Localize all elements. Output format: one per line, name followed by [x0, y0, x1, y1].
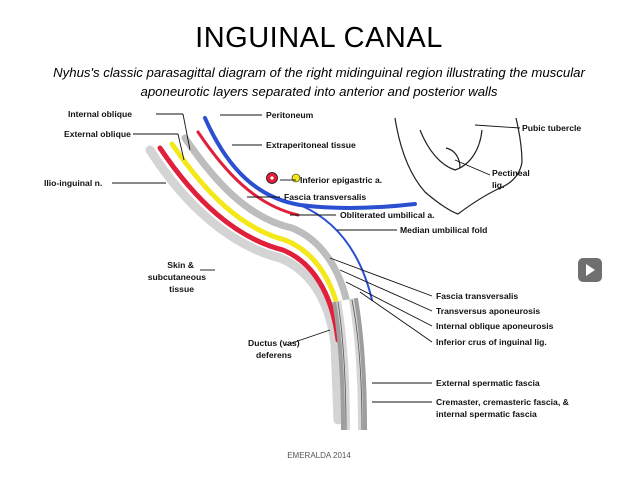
label-skin-1: Skin &	[167, 260, 194, 270]
label-external-oblique: External oblique	[64, 129, 131, 139]
slide-footer: EMERALDA 2014	[287, 451, 351, 460]
label-cremaster-1: Cremaster, cremasteric fascia, &	[436, 397, 569, 407]
abdominal-wall-layers	[145, 116, 417, 425]
next-slide-button[interactable]	[578, 258, 602, 282]
label-pectineal-2: lig.	[492, 180, 504, 190]
inferior-epigastric-vessel	[266, 172, 301, 184]
label-transversus-aponeurosis: Transversus aponeurosis	[436, 306, 540, 316]
label-ductus-1: Ductus (vas)	[248, 338, 300, 348]
label-internal-oblique: Internal oblique	[68, 109, 132, 119]
label-inferior-crus: Inferior crus of inguinal lig.	[436, 337, 547, 347]
label-internal-oblique-aponeurosis: Internal oblique aponeurosis	[436, 321, 554, 331]
label-fascia-transversalis: Fascia transversalis	[436, 291, 518, 301]
spermatic-cord	[332, 297, 367, 431]
label-pubic-tubercle: Pubic tubercle	[522, 123, 581, 133]
label-median-umbilical: Median umbilical fold	[400, 225, 487, 235]
label-inferior-epigastric: Inferior epigastric a.	[300, 175, 382, 185]
label-extraperitoneal: Extraperitoneal tissue	[266, 140, 356, 150]
label-fascia-transversalis-top: Fascia transversalis	[284, 192, 366, 202]
slide-title: INGUINAL CANAL	[195, 22, 443, 54]
label-obliterated-umbilical: Obliterated umbilical a.	[340, 210, 435, 220]
play-next-icon	[586, 264, 595, 276]
label-cremaster-2: internal spermatic fascia	[436, 409, 537, 419]
pubic-bone	[394, 117, 523, 215]
label-skin-2: subcutaneous	[148, 272, 206, 282]
label-pectineal-1: Pectineal	[492, 168, 530, 178]
label-external-spermatic: External spermatic fascia	[436, 378, 540, 388]
label-skin-3: tissue	[169, 284, 194, 294]
diagram-labels: Internal oblique External oblique Ilio-i…	[44, 109, 581, 419]
slide-subtitle: Nyhus's classic parasagittal diagram of …	[53, 65, 585, 99]
label-ilio-inguinal: Ilio-inguinal n.	[44, 178, 102, 188]
label-peritoneum: Peritoneum	[266, 110, 314, 120]
label-ductus-2: deferens	[256, 350, 292, 360]
leader-lines	[112, 113, 521, 403]
